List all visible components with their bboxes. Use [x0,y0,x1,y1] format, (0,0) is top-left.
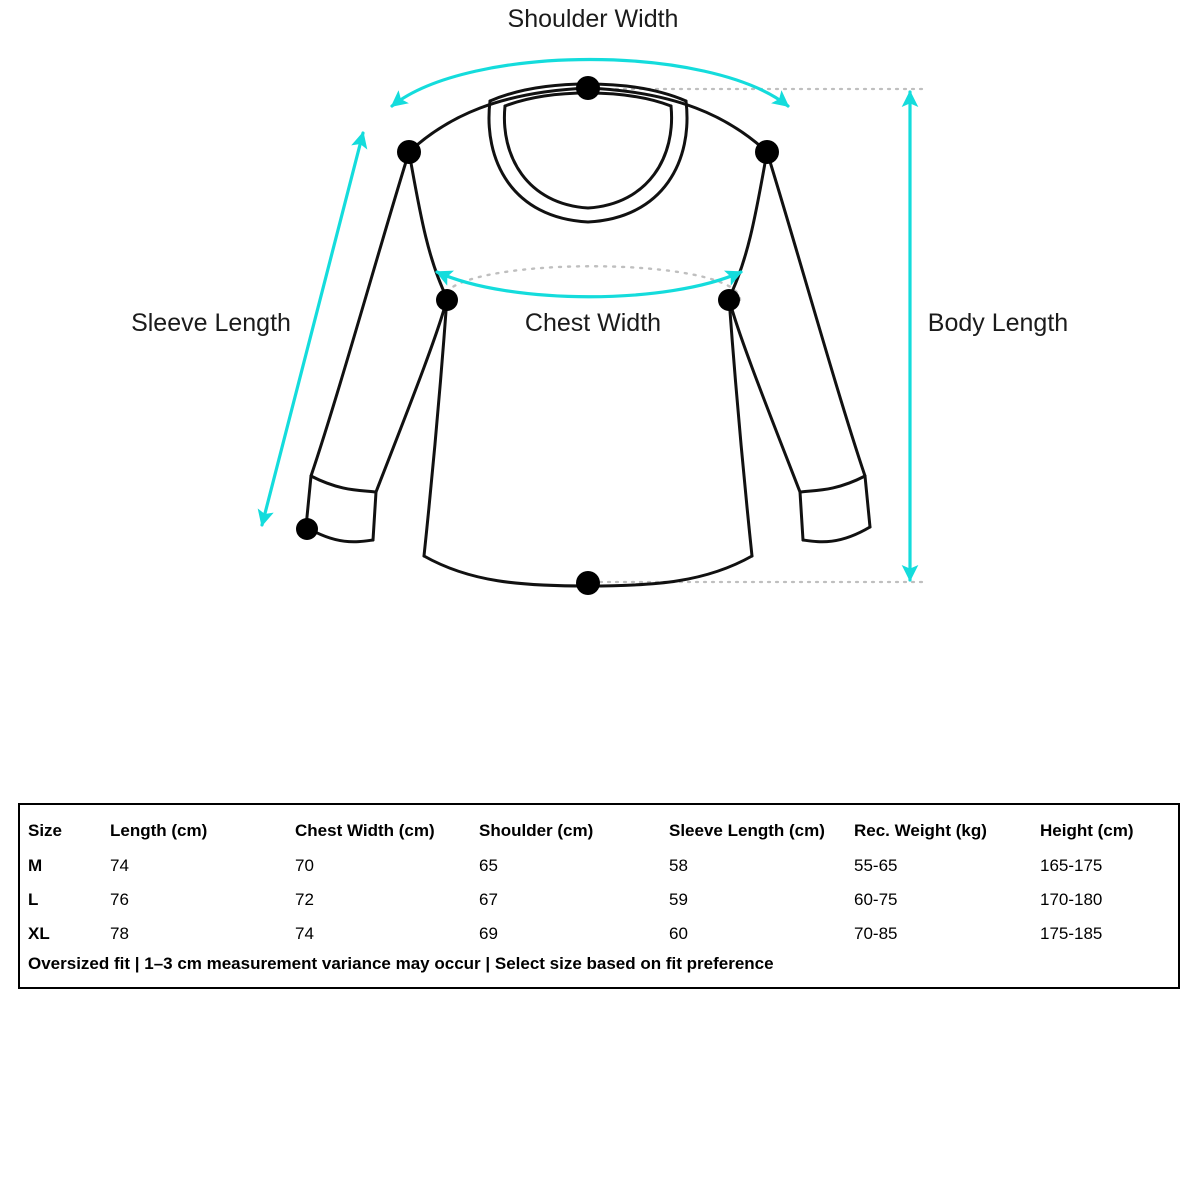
column-header-size: Size [28,821,63,840]
cell-weight: 60-75 [854,890,898,909]
arrow-sleeve-length [257,131,368,527]
column-header-sleeve: Sleeve Length (cm) [669,821,825,840]
cell-height: 170-180 [1040,890,1103,909]
column-header-length: Length (cm) [110,821,208,840]
collar-inner [502,104,674,210]
marker-cuff-left [296,518,318,540]
size-table-note: Oversized fit | 1–3 cm measurement varia… [28,954,774,973]
measurement-arrows [257,58,919,582]
cell-length: 76 [110,890,129,909]
table-header-row: Size Length (cm) Chest Width (cm) Should… [20,805,1180,849]
marker-shoulder-right [755,140,779,164]
cell-size: M [28,856,43,875]
table-row[interactable]: M 74 70 65 58 55-65 165-175 [20,849,1180,883]
cuff-edge-right-inner [798,490,805,542]
label-chest-width: Chest Width [525,309,661,337]
cell-length: 78 [110,924,129,943]
cell-sleeve: 60 [669,924,688,943]
marker-hem-center [576,571,600,595]
marker-chest-left [436,289,458,311]
size-table-body: M 74 70 65 58 55-65 165-175 L 76 72 67 5… [20,849,1180,951]
cuff-seam-left [309,474,378,494]
cell-weight: 55-65 [854,856,898,875]
cell-height: 175-185 [1040,924,1103,943]
sleeve-inner-right [727,296,802,494]
guide-ellipse-chest-top [441,265,742,302]
sleeve-outer-left [309,150,411,478]
cell-weight: 70-85 [854,924,898,943]
sleeve-outer-right [765,150,867,478]
size-table-container: Size Length (cm) Chest Width (cm) Should… [18,803,1180,989]
cell-shoulder: 67 [479,890,498,909]
cell-size: XL [28,924,50,943]
cell-sleeve: 58 [669,856,688,875]
arrow-chest-width [435,270,743,299]
cell-chest: 70 [295,856,314,875]
size-table: Size Length (cm) Chest Width (cm) Should… [20,805,1180,951]
label-sleeve-length: Sleeve Length [131,309,291,337]
garment-measurement-diagram: Shoulder Width Sleeve Length Chest Width… [131,5,1068,595]
cell-chest: 72 [295,890,314,909]
column-header-weight: Rec. Weight (kg) [854,821,987,840]
marker-shoulder-left [397,140,421,164]
arrow-shoulder-width [390,58,790,108]
label-shoulder-width: Shoulder Width [508,5,679,33]
side-seam-right [727,296,754,558]
table-row[interactable]: L 76 72 67 59 60-75 170-180 [20,883,1180,917]
collar-outer [487,99,689,224]
cell-shoulder: 65 [479,856,498,875]
cell-size: L [28,890,39,909]
marker-neck-center [576,76,600,100]
marker-chest-right [718,289,740,311]
cuff-bottom-right [801,525,872,544]
cell-sleeve: 59 [669,890,688,909]
cell-length: 74 [110,856,129,875]
column-header-chest: Chest Width (cm) [295,821,435,840]
cell-chest: 74 [295,924,314,943]
cuff-edge-right-outer [863,474,872,529]
cell-height: 165-175 [1040,856,1103,875]
column-header-shoulder: Shoulder (cm) [479,821,594,840]
cell-shoulder: 69 [479,924,498,943]
label-body-length: Body Length [928,309,1068,337]
side-seam-left [422,296,449,558]
cuff-edge-left-inner [371,490,378,542]
armhole-left [407,150,449,300]
column-header-height: Height (cm) [1040,821,1134,840]
cuff-seam-right [798,474,867,494]
sleeve-inner-left [374,296,449,494]
table-row[interactable]: XL 78 74 69 60 70-85 175-185 [20,917,1180,951]
size-table-header: Size Length (cm) Chest Width (cm) Should… [20,805,1180,849]
